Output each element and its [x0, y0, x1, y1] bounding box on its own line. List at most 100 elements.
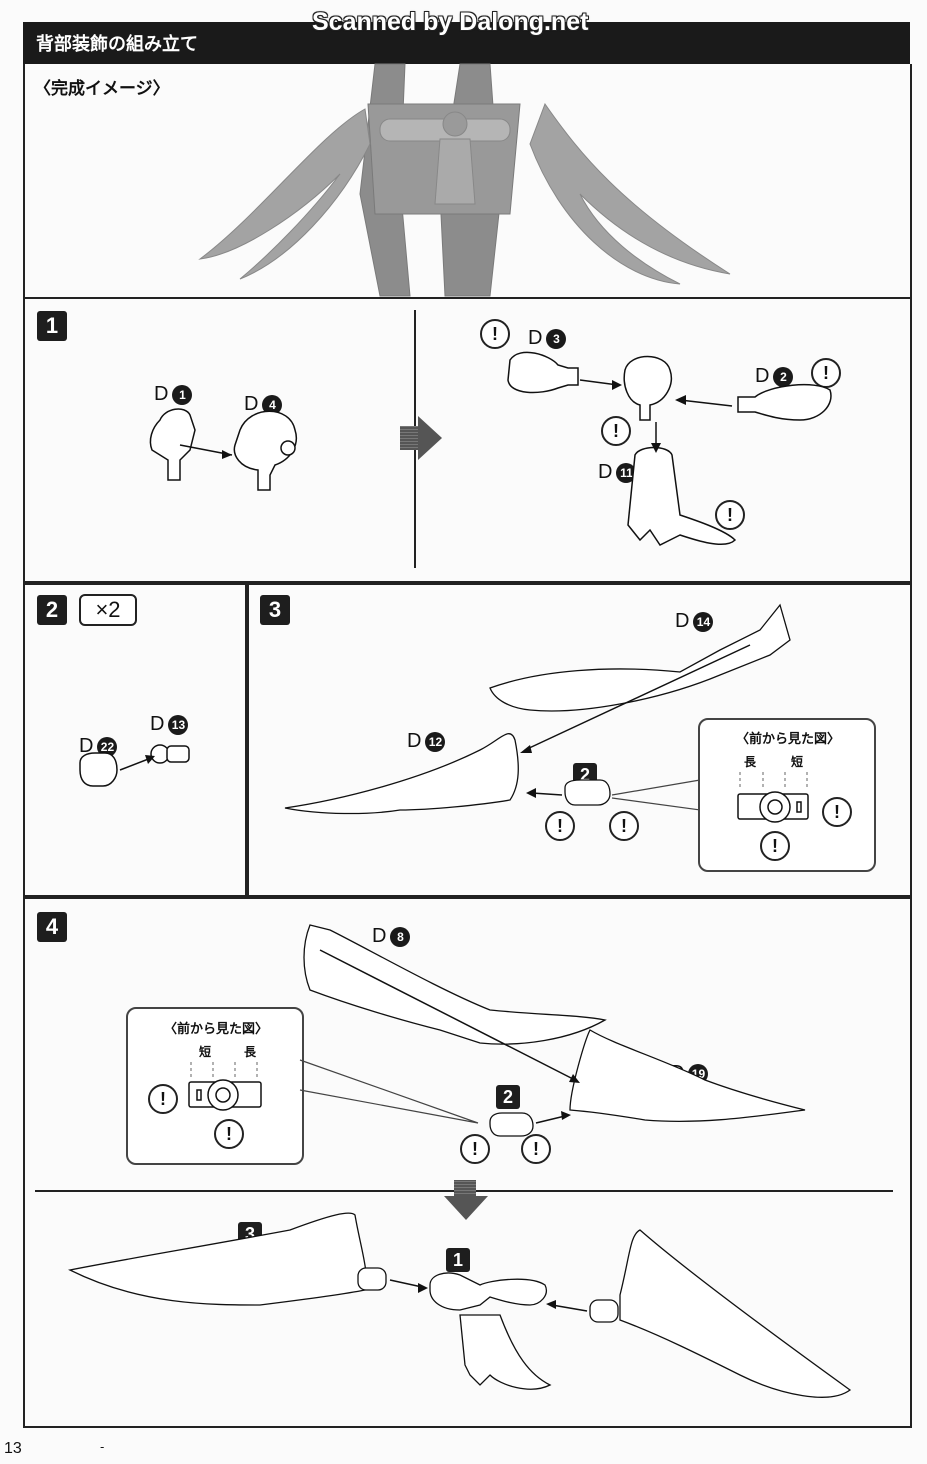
section-header-bar [23, 22, 910, 64]
callout-pointer [611, 779, 701, 811]
part-d12-wing [284, 733, 519, 815]
left-connector [357, 1267, 387, 1291]
step-4-panel [23, 895, 912, 1428]
wing-left [198, 108, 371, 280]
step-3-diagram [284, 603, 791, 815]
warning-icon: ! [715, 500, 745, 530]
step-4-diagram [303, 924, 806, 1137]
step-3-badge: 3 [260, 595, 290, 625]
runner-letter: D [244, 393, 259, 415]
step-1-badge: 1 [37, 311, 67, 341]
center-joint-assembly [429, 1272, 547, 1311]
warning-icon: ! [811, 358, 841, 388]
warning-icon: ! [601, 416, 631, 446]
warning-icon: ! [480, 319, 510, 349]
runner-letter: D [372, 925, 387, 947]
step-1-diagram-b [507, 351, 832, 546]
part-number: 13 [168, 714, 189, 735]
part-label-d8: D 8 [372, 925, 411, 948]
part-d2 [737, 383, 832, 421]
runner-letter: D [675, 610, 690, 632]
step-1-panel [23, 297, 912, 585]
part-d11 [627, 446, 737, 546]
part-label-d14: D 14 [675, 610, 714, 633]
warning-icon: ! [760, 831, 790, 861]
part-number: 2 [773, 366, 794, 387]
part-d4-assembled [623, 355, 672, 421]
warning-icon: ! [609, 811, 639, 841]
front-view-connector [188, 1062, 262, 1111]
step-4-badge: 4 [37, 912, 67, 942]
warning-icon: ! [148, 1084, 178, 1114]
front-view-connector [737, 772, 809, 823]
final-assembly-diagram [68, 1212, 852, 1398]
warning-icon: ! [460, 1134, 490, 1164]
part-number: 12 [425, 731, 446, 752]
runner-letter: D [154, 383, 169, 405]
step-2-reference-badge: 2 [496, 1085, 520, 1109]
part-d3 [507, 351, 579, 394]
connector-part [564, 779, 611, 806]
part-label-d12: D 12 [407, 730, 446, 753]
part-d1 [149, 408, 196, 481]
part-d8-wing [303, 924, 607, 1045]
center-tassel [434, 138, 476, 205]
step-2-badge: 2 [37, 595, 67, 625]
runner-letter: D [79, 735, 94, 757]
part-d4-socket [280, 440, 296, 456]
warning-icon: ! [822, 797, 852, 827]
page-number: 13 [4, 1440, 22, 1457]
runner-letter: D [755, 365, 770, 387]
step-3-panel [245, 581, 912, 899]
footer-mark: - [100, 1440, 105, 1454]
right-wing-assembly [619, 1229, 852, 1398]
part-d22 [79, 752, 118, 787]
watermark: Scanned by Dalong.net [312, 8, 589, 36]
runner-letter: D [150, 713, 165, 735]
quantity-x2-badge: ×2 [79, 594, 137, 626]
part-d4 [233, 410, 297, 491]
long-side-label: 長 [244, 1045, 257, 1059]
right-connector [589, 1299, 619, 1323]
runner-letter: D [407, 730, 422, 752]
part-number: 22 [97, 736, 118, 757]
part-number: 3 [546, 328, 567, 349]
part-label-d4: D 4 [244, 393, 283, 416]
short-side-label: 短 [199, 1045, 212, 1059]
part-d19-wing [569, 1029, 806, 1122]
step-2-panel [23, 581, 249, 899]
short-side-label: 短 [791, 755, 804, 769]
front-view-title: 〈前から見た図〉 [164, 1022, 269, 1037]
part-number: 8 [390, 926, 411, 947]
runner-letter: D [598, 461, 613, 483]
part-number: 4 [262, 394, 283, 415]
connector-part [489, 1112, 534, 1137]
part-label-d13: D 13 [150, 713, 189, 736]
wing-right [529, 102, 731, 285]
left-wing-assembly [68, 1212, 367, 1306]
part-d14-wing [489, 603, 791, 712]
runner-letter: D [528, 327, 543, 349]
warning-icon: ! [214, 1119, 244, 1149]
long-side-label: 長 [744, 755, 757, 769]
part-number: 11 [616, 462, 637, 483]
step-1-diagram-a [149, 408, 297, 491]
completed-figure-image [198, 63, 731, 297]
front-view-title: 〈前から見た図〉 [736, 732, 841, 747]
part-label-d2: D 2 [755, 365, 794, 388]
step-1-reference-badge: 1 [446, 1248, 470, 1272]
part-number: 1 [172, 384, 193, 405]
part-label-d1: D 1 [154, 383, 193, 406]
part-label-d22: D 22 [79, 735, 118, 758]
part-label-d3: D 3 [528, 327, 567, 350]
step-2-diagram [79, 744, 190, 787]
part-label-d11: D 11 [598, 461, 637, 484]
preview-label: 〈完成イメージ〉 [34, 79, 170, 99]
center-joint [442, 111, 468, 137]
center-tassel [459, 1314, 552, 1390]
section-title: 背部装飾の組み立て [36, 34, 198, 55]
callout-pointer [299, 1059, 479, 1124]
warning-icon: ! [521, 1134, 551, 1164]
part-number: 14 [693, 611, 714, 632]
warning-icon: ! [545, 811, 575, 841]
